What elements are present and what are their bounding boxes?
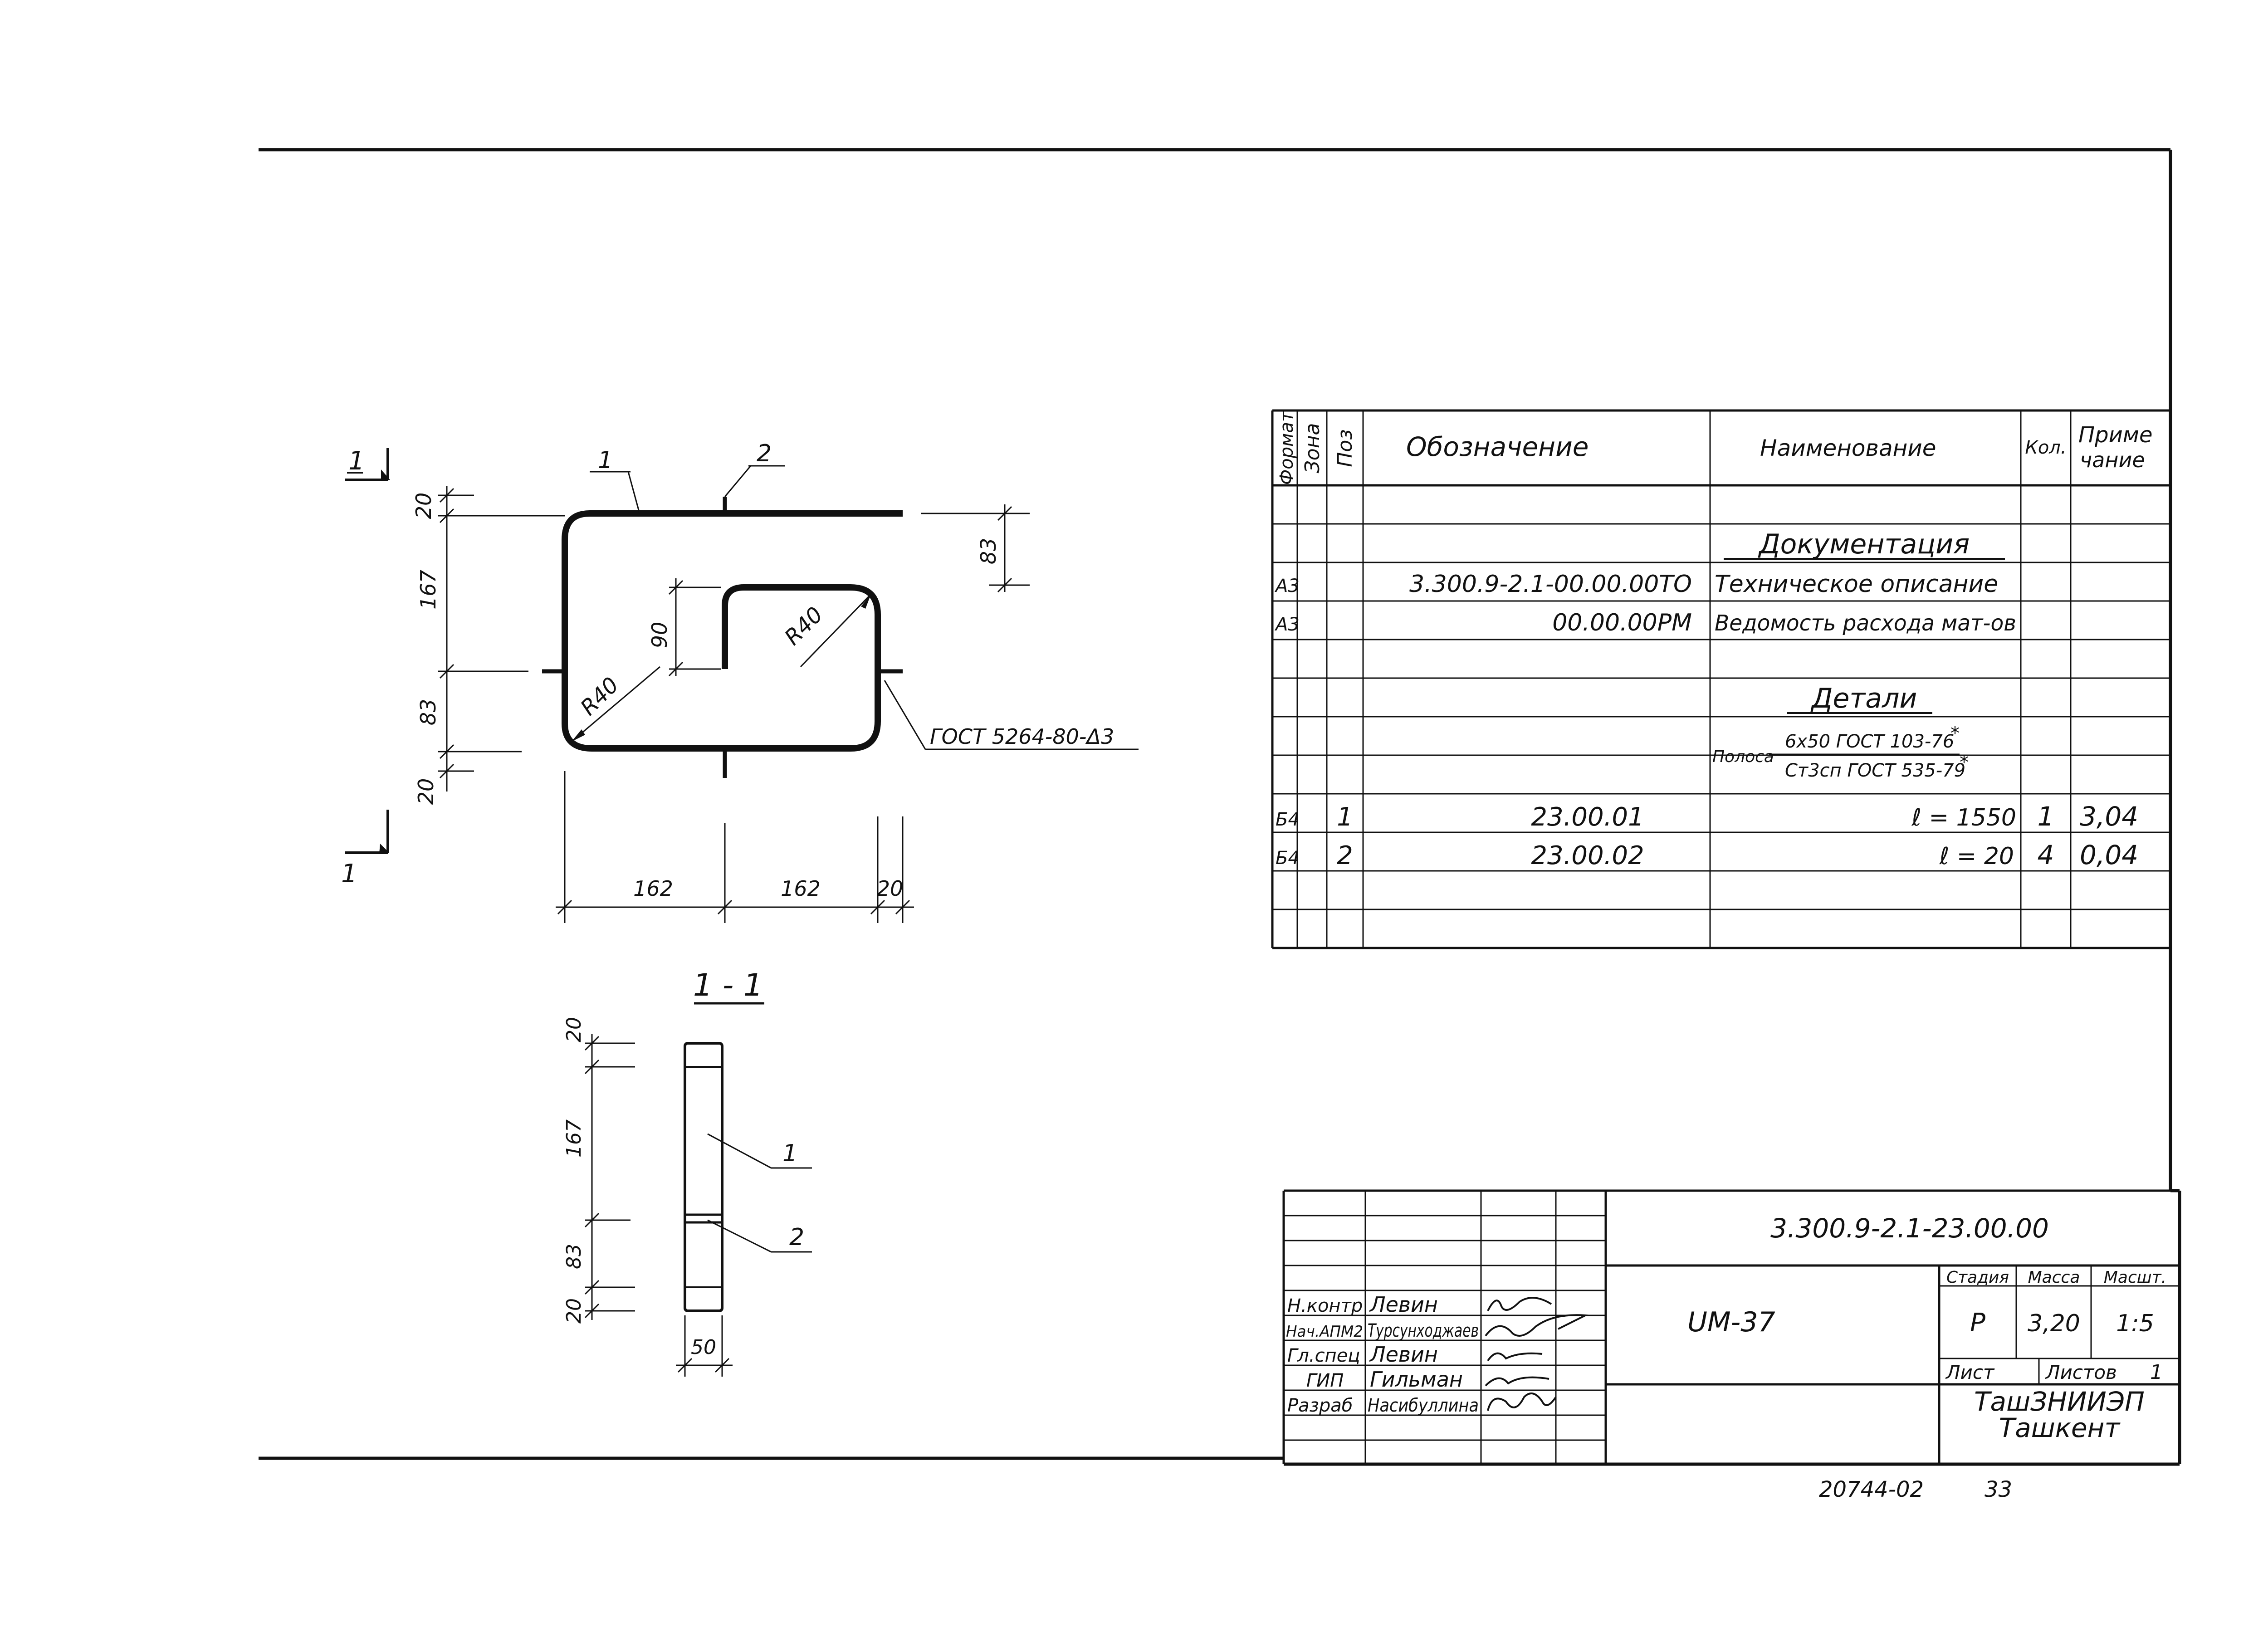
radius-r40-right: R40 bbox=[780, 602, 828, 650]
header-zone: Зона bbox=[1301, 423, 1324, 474]
detail-row-2-name: ℓ = 20 bbox=[1939, 843, 2014, 870]
section-dim-50: 50 bbox=[691, 1336, 716, 1359]
material-top-mark: * bbox=[1950, 723, 1960, 744]
scale-value: 1:5 bbox=[2116, 1310, 2154, 1337]
page-number: 33 bbox=[1984, 1477, 2012, 1502]
inventory-number: 20744-02 bbox=[1819, 1477, 1924, 1502]
sheets-label: Листов bbox=[2045, 1361, 2117, 1383]
detail-row-2-note: 0,04 bbox=[2080, 840, 2138, 870]
signer-name-4: Гильман bbox=[1370, 1367, 1463, 1392]
signer-name-5: Насибуллина bbox=[1368, 1395, 1479, 1416]
header-note-line2: чание bbox=[2080, 448, 2145, 472]
material-bottom-mark: * bbox=[1960, 752, 1969, 773]
pos1-label: 1 bbox=[598, 447, 613, 474]
stage-value: Р bbox=[1970, 1308, 1985, 1338]
dim-width-20: 20 bbox=[877, 876, 904, 901]
bottom-dimension-chain bbox=[556, 771, 914, 923]
detail-row-2-pos: 2 bbox=[1337, 841, 1353, 870]
signatures bbox=[1485, 1297, 1589, 1411]
detail-row-2-format: Б4 bbox=[1276, 848, 1300, 869]
weld-callout: ГОСТ 5264-80-Δ3 bbox=[930, 724, 1114, 749]
section-strip bbox=[684, 1042, 723, 1312]
signer-name-1: Левин bbox=[1369, 1292, 1438, 1317]
material-top: 6х50 ГОСТ 103-76 bbox=[1785, 731, 1954, 752]
dim-height-167: 167 bbox=[416, 570, 440, 610]
stage-label: Стадия bbox=[1946, 1268, 2009, 1287]
detail-row-1-qty: 1 bbox=[2038, 801, 2054, 832]
organization-city: Ташкент bbox=[1999, 1412, 2121, 1443]
doc-row-2-name: Ведомость расхода мат-ов bbox=[1715, 611, 2016, 636]
doc-row-1-format: А3 bbox=[1274, 576, 1300, 596]
detail-row-2-designation: 23.00.02 bbox=[1531, 841, 1644, 870]
scale-label: Масшт. bbox=[2104, 1268, 2166, 1287]
spacer-pins bbox=[542, 497, 903, 778]
section-documentation: Документация bbox=[1758, 528, 1970, 560]
section-title: 1 - 1 bbox=[693, 967, 763, 1003]
material-bottom: Ст3сп ГОСТ 535-79 bbox=[1785, 760, 1965, 781]
section-mark-top bbox=[345, 448, 389, 481]
section-view: 1 - 1 20 167 83 20 bbox=[562, 967, 812, 1377]
specification-table: Формат Зона Поз Обозначение Наименование… bbox=[1271, 409, 2170, 949]
section-mark-top-label: 1 bbox=[348, 446, 365, 476]
section-mark-bottom-label: 1 bbox=[341, 859, 357, 889]
dim-right-83: 83 bbox=[976, 538, 1001, 565]
mass-label: Масса bbox=[2028, 1268, 2080, 1287]
sheets-count: 1 bbox=[2150, 1361, 2163, 1384]
dim-width-162-right: 162 bbox=[781, 876, 821, 901]
signer-role-1: Н.контр bbox=[1287, 1295, 1363, 1316]
title-block: 3.300.9-2.1-23.00.00 UМ-37 Стадия Масса … bbox=[1282, 1189, 2180, 1464]
doc-row-2-format: А3 bbox=[1274, 614, 1300, 635]
strip-part-1 bbox=[562, 510, 903, 752]
material-prefix: Полоса bbox=[1712, 748, 1774, 766]
header-note-line1: Приме bbox=[2078, 422, 2153, 448]
signer-role-5: Разраб bbox=[1287, 1395, 1353, 1416]
organization-name: ТашЗНИИЭП bbox=[1974, 1386, 2145, 1417]
detail-row-2-qty: 4 bbox=[2038, 840, 2054, 870]
right-dimension bbox=[921, 504, 1030, 593]
dim-height-83: 83 bbox=[416, 699, 440, 726]
signer-name-3: Левин bbox=[1369, 1342, 1438, 1367]
doc-row-2-designation: 00.00.00РМ bbox=[1552, 609, 1692, 636]
detail-row-1-note: 3,04 bbox=[2080, 801, 2138, 832]
mass-value: 3,20 bbox=[2028, 1310, 2080, 1337]
section-dim-167: 167 bbox=[562, 1119, 586, 1158]
header-name: Наименование bbox=[1760, 435, 1936, 461]
radius-r40-left: R40 bbox=[576, 672, 624, 720]
doc-row-1-designation: 3.300.9-2.1-00.00.00ТО bbox=[1409, 571, 1692, 598]
signer-role-3: Гл.спец bbox=[1287, 1345, 1360, 1366]
section-pos1-label: 1 bbox=[782, 1140, 797, 1167]
left-dimension-chain bbox=[438, 486, 565, 792]
section-dimension-chain bbox=[584, 1034, 635, 1320]
dim-inner-90: 90 bbox=[647, 622, 672, 649]
detail-row-1-name: ℓ = 1550 bbox=[1911, 804, 2016, 831]
header-pos: Поз bbox=[1334, 429, 1357, 467]
dim-top-gap: 20 bbox=[411, 493, 436, 519]
signer-name-2: Турсунходжаев bbox=[1368, 1320, 1479, 1341]
section-details: Детали bbox=[1810, 683, 1917, 714]
product-name: UМ-37 bbox=[1687, 1306, 1775, 1338]
section-width-dimension bbox=[676, 1315, 733, 1377]
header-qty: Кол. bbox=[2025, 437, 2066, 458]
header-format: Формат bbox=[1276, 410, 1297, 485]
sheet-label: Лист bbox=[1945, 1361, 1995, 1383]
section-dim-83: 83 bbox=[562, 1244, 586, 1269]
header-designation: Обозначение bbox=[1406, 431, 1589, 462]
section-dim-20-bottom: 20 bbox=[562, 1298, 586, 1324]
signer-role-4: ГИП bbox=[1306, 1370, 1344, 1391]
doc-number: 3.300.9-2.1-23.00.00 bbox=[1770, 1213, 2049, 1244]
signer-role-2: Нач.АПМ2 bbox=[1286, 1323, 1363, 1341]
inner-dimension bbox=[668, 578, 721, 677]
section-pos2-label: 2 bbox=[789, 1224, 804, 1251]
detail-row-1-pos: 1 bbox=[1337, 802, 1353, 832]
sheet-frame bbox=[259, 148, 2181, 1466]
dim-bottom-gap: 20 bbox=[414, 778, 438, 805]
detail-row-1-format: Б4 bbox=[1276, 809, 1300, 830]
main-view: 1 1 20 167 83 20 bbox=[341, 440, 1139, 923]
detail-row-1-designation: 23.00.01 bbox=[1531, 802, 1644, 832]
pos2-label: 2 bbox=[757, 440, 772, 467]
dim-width-162-left: 162 bbox=[633, 876, 673, 901]
doc-row-1-name: Техническое описание bbox=[1715, 571, 1998, 598]
section-dim-20-top: 20 bbox=[562, 1017, 586, 1042]
